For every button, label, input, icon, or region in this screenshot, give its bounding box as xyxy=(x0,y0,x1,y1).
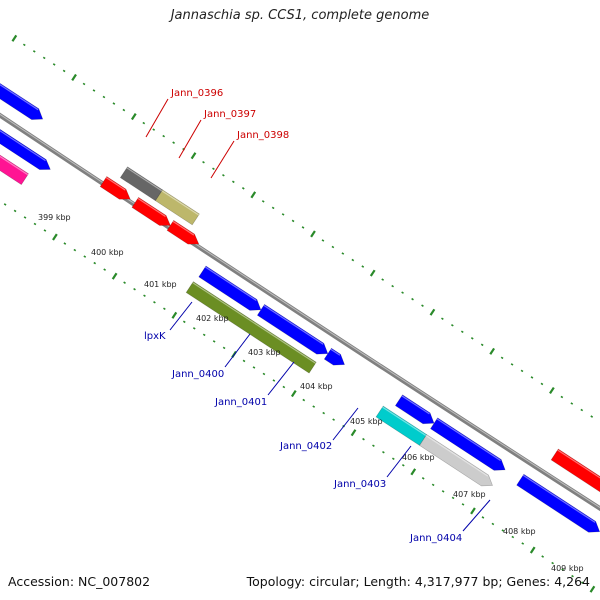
gene-label-jann-0397: Jann_0397 xyxy=(203,109,256,120)
gene-arrow-upper-red-end xyxy=(550,448,600,493)
gene-arrow-lower-blue-1 xyxy=(198,265,262,311)
gene-arrow-magenta xyxy=(0,154,29,186)
gene-arrow-lower-blue-3 xyxy=(430,417,506,471)
gene-arrow-upper-blue-1 xyxy=(0,82,44,120)
gene-label-jann-0402: Jann_0402 xyxy=(279,441,332,452)
kbp-label: 406 kbp xyxy=(402,453,435,462)
gene-arrow-lower-blue-0 xyxy=(0,129,51,170)
gene-arrow-jann-0397 xyxy=(155,189,200,226)
gene-label-lpxk: lpxK xyxy=(144,331,166,342)
gene-arrow-lpxk xyxy=(185,281,317,374)
gene-arrow-jann-0398 xyxy=(131,196,171,226)
kbp-label: 401 kbp xyxy=(144,280,177,289)
kbp-label: 405 kbp xyxy=(350,417,383,426)
gene-arrow-lower-blue-2 xyxy=(323,347,345,366)
kbp-label: 408 kbp xyxy=(503,527,536,536)
kbp-label: 403 kbp xyxy=(248,348,281,357)
gene-features xyxy=(0,82,600,533)
gene-label-jann-0396: Jann_0396 xyxy=(170,88,223,99)
gene-arrow-red-1 xyxy=(99,176,131,200)
kbp-label: 400 kbp xyxy=(91,248,124,257)
genome-backbone xyxy=(0,112,600,512)
backbone-highlight xyxy=(0,113,600,509)
gene-label-jann-0398: Jann_0398 xyxy=(236,130,289,141)
gene-label-jann-0403: Jann_0403 xyxy=(333,479,386,490)
gene-label-jann-0401: Jann_0401 xyxy=(214,397,267,408)
outer-tick-ring xyxy=(11,34,594,418)
gene-arrow-red-3 xyxy=(166,219,200,245)
gene-label-jann-0400: Jann_0400 xyxy=(171,369,224,380)
map-title: Jannaschia sp. CCS1, complete genome xyxy=(170,8,430,23)
tick-rings xyxy=(3,34,596,593)
gene-arrow-jann-0401 xyxy=(394,394,435,425)
gene-arrow-jann-0404 xyxy=(516,473,600,533)
kbp-label: 402 kbp xyxy=(196,314,229,323)
gene-label-jann-0404: Jann_0404 xyxy=(409,533,462,544)
backbone-line xyxy=(0,112,600,512)
kbp-labels: 399 kbp 400 kbp 401 kbp 402 kbp 403 kbp 404 k… xyxy=(38,213,584,573)
gene-arrow-jann-0400 xyxy=(256,303,329,355)
gene-arrow-jann-0403 xyxy=(419,434,493,487)
topology-summary: Topology: circular; Length: 4,317,977 bp… xyxy=(246,574,590,589)
kbp-label: 407 kbp xyxy=(453,490,486,499)
kbp-label: 404 kbp xyxy=(300,382,333,391)
kbp-label: 399 kbp xyxy=(38,213,71,222)
accession-text: Accession: NC_007802 xyxy=(8,574,151,589)
kbp-label: 409 kbp xyxy=(551,564,584,573)
